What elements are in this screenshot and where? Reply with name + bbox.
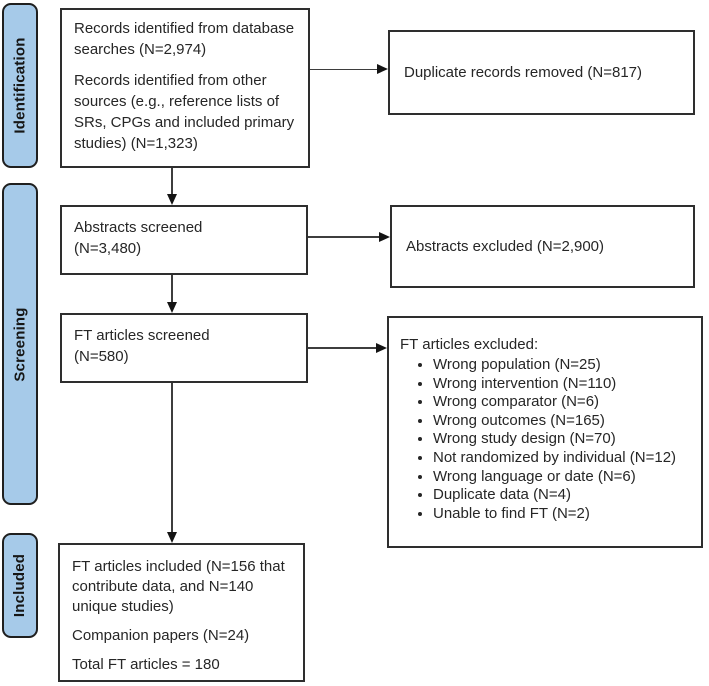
excluded-reason-item: Wrong population (N=25) [433, 356, 693, 375]
excluded-reason-item: Wrong language or date (N=6) [433, 468, 693, 487]
abstracts-screened-text: Abstracts screened(N=3,480) [74, 219, 203, 257]
box-duplicates-removed: Duplicate records removed (N=817) [388, 30, 695, 115]
box-abstracts-excluded: Abstracts excluded (N=2,900) [390, 205, 695, 288]
stage-label-included: Included [2, 533, 38, 638]
excluded-reason-item: Wrong outcomes (N=165) [433, 412, 693, 431]
excluded-reason-item: Not randomized by individual (N=12) [433, 449, 693, 468]
excluded-reason-item: Duplicate data (N=4) [433, 486, 693, 505]
excluded-reason-item: Wrong study design (N=70) [433, 430, 693, 449]
ft-articles-screened-text: FT articles screened(N=580) [74, 327, 210, 365]
box-ft-articles-excluded: FT articles excluded: Wrong population (… [387, 316, 703, 548]
arrowhead-down-icon [166, 532, 177, 543]
box-ft-articles-screened: FT articles screened(N=580) [60, 313, 308, 383]
arrowhead-down-icon [166, 194, 177, 205]
arrowhead-right-icon [377, 64, 388, 75]
arrow-line-ft-to-excluded [308, 347, 376, 349]
arrow-line-records-to-abstracts [171, 168, 173, 195]
stage-label-screening: Screening [2, 183, 38, 505]
arrow-line-ft-to-included [171, 383, 173, 533]
arrow-line-records-to-duplicates [310, 68, 377, 71]
ft-articles-excluded-reason-list: Wrong population (N=25)Wrong interventio… [400, 356, 693, 523]
excluded-reason-item: Unable to find FT (N=2) [433, 505, 693, 524]
duplicates-removed-text: Duplicate records removed (N=817) [404, 64, 643, 81]
companion-papers-text: Companion papers (N=24) [72, 627, 250, 644]
arrow-line-abstracts-to-excluded [308, 236, 379, 238]
box-abstracts-screened: Abstracts screened(N=3,480) [60, 205, 308, 275]
total-ft-articles-text: Total FT articles = 180 [72, 656, 220, 673]
arrowhead-right-icon [379, 231, 390, 242]
stage-label-identification-text: Identification [11, 37, 29, 134]
excluded-reason-item: Wrong intervention (N=110) [433, 375, 693, 394]
abstracts-excluded-text: Abstracts excluded (N=2,900) [406, 238, 605, 255]
arrowhead-down-icon [166, 302, 177, 313]
arrowhead-right-icon [376, 342, 387, 353]
arrow-line-abstracts-to-ft [171, 275, 173, 303]
stage-label-screening-text: Screening [11, 306, 29, 382]
stage-label-identification: Identification [2, 3, 38, 168]
excluded-reason-item: Wrong comparator (N=6) [433, 393, 693, 412]
ft-articles-excluded-title: FT articles excluded: [400, 336, 539, 353]
stage-label-included-text: Included [11, 553, 29, 618]
